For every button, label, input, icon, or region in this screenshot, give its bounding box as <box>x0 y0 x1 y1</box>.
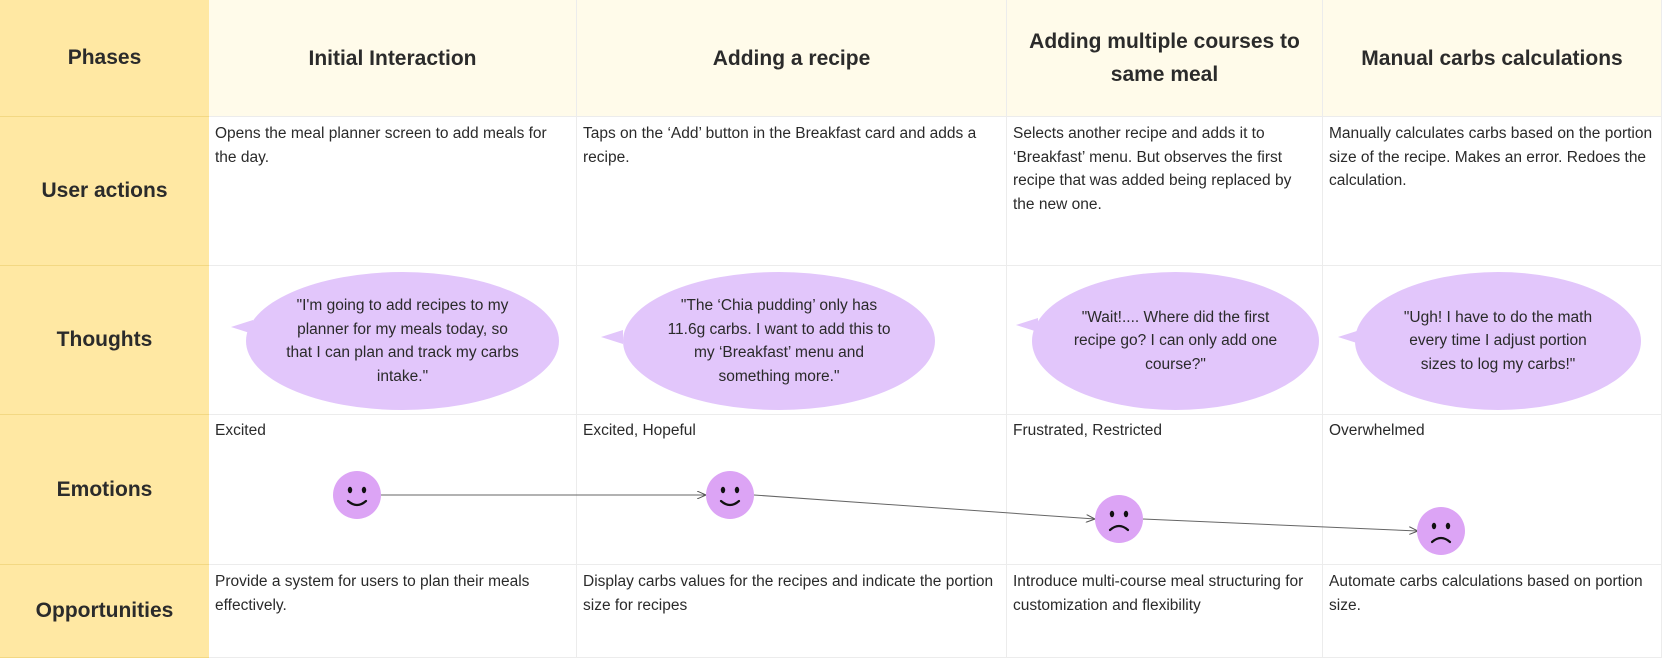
phase-title-1: Initial Interaction <box>209 0 577 117</box>
phase-title-4: Manual carbs calculations <box>1323 0 1662 117</box>
opportunity-2: Display carbs values for the recipes and… <box>577 565 1007 658</box>
emotion-text-3: Frustrated, Restricted <box>1007 415 1323 565</box>
user-action-3: Selects another recipe and adds it to ‘B… <box>1007 117 1323 266</box>
emotion-text-1: Excited <box>209 415 577 565</box>
thought-bubble-tail-3 <box>1016 318 1038 332</box>
row-label-thoughts: Thoughts <box>0 266 209 415</box>
thought-cell-3: "Wait!.... Where did the first recipe go… <box>1007 266 1323 415</box>
thought-bubble-2: "The ‘Chia pudding’ only has 11.6g carbs… <box>623 272 935 410</box>
thought-cell-1: "I'm going to add recipes to my planner … <box>209 266 577 415</box>
thought-bubble-3: "Wait!.... Where did the first recipe go… <box>1032 272 1319 410</box>
user-action-2: Taps on the ‘Add’ button in the Breakfas… <box>577 117 1007 266</box>
thought-bubble-4: "Ugh! I have to do the math every time I… <box>1355 272 1641 410</box>
phase-title-2: Adding a recipe <box>577 0 1007 117</box>
thought-bubble-tail-4 <box>1338 330 1360 344</box>
thought-bubble-1: "I'm going to add recipes to my planner … <box>246 272 559 410</box>
emotion-text-4: Overwhelmed <box>1323 415 1662 565</box>
opportunity-3: Introduce multi-course meal structuring … <box>1007 565 1323 658</box>
row-label-opportunities: Opportunities <box>0 565 209 658</box>
opportunity-1: Provide a system for users to plan their… <box>209 565 577 658</box>
opportunity-4: Automate carbs calculations based on por… <box>1323 565 1662 658</box>
emotion-text-2: Excited, Hopeful <box>577 415 1007 565</box>
phase-title-3: Adding multiple courses to same meal <box>1007 0 1323 117</box>
thought-cell-2: "The ‘Chia pudding’ only has 11.6g carbs… <box>577 266 1007 415</box>
thought-cell-4: "Ugh! I have to do the math every time I… <box>1323 266 1662 415</box>
row-label-emotions: Emotions <box>0 415 209 565</box>
user-action-4: Manually calculates carbs based on the p… <box>1323 117 1662 266</box>
user-action-1: Opens the meal planner screen to add mea… <box>209 117 577 266</box>
thought-bubble-tail-2 <box>601 330 623 344</box>
row-label-phases: Phases <box>0 0 209 117</box>
row-label-user-actions: User actions <box>0 117 209 266</box>
